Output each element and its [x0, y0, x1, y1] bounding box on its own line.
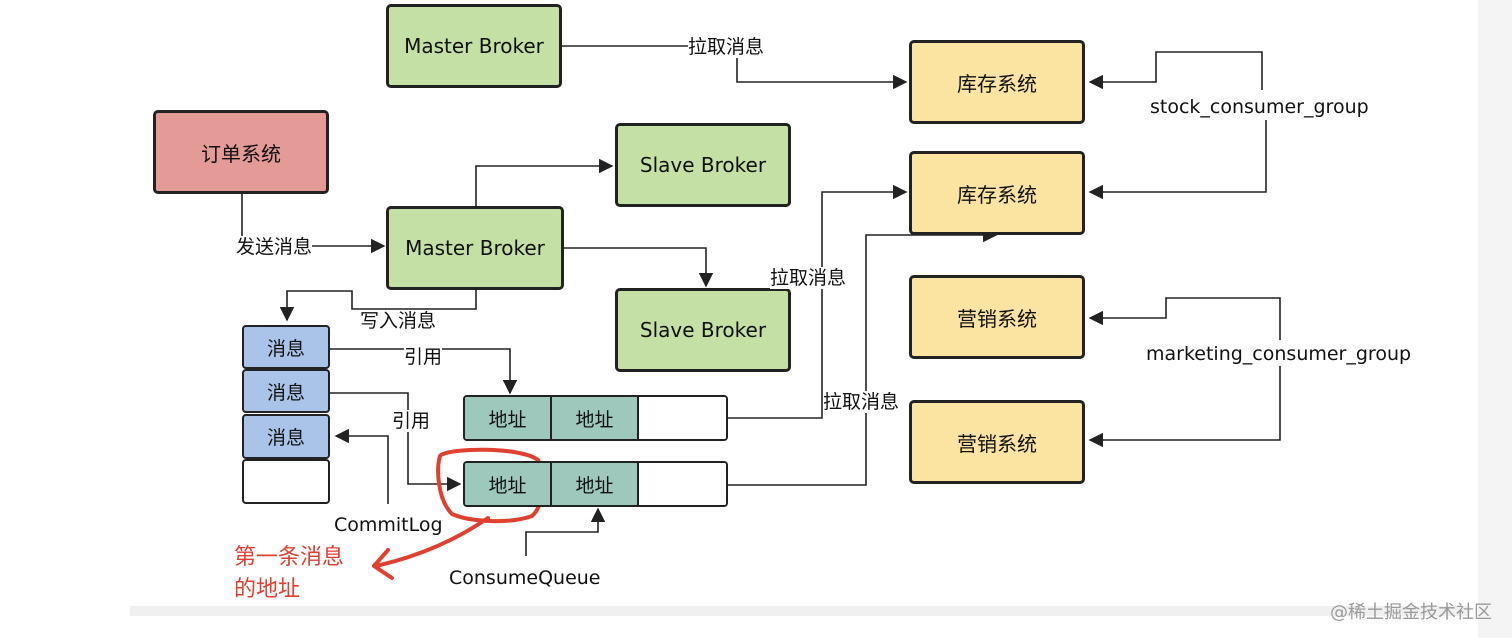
- edge-stock-group-to-stock-2: [1088, 120, 1267, 200]
- annotation-line-2: 的地址: [234, 577, 301, 602]
- commitlog-message-1-label: 消息: [266, 337, 305, 360]
- watermark: @稀土掘金技术社区: [1330, 602, 1492, 623]
- commitlog-message-3: 消息: [242, 414, 330, 459]
- master-broker-main: Master Broker: [386, 206, 564, 290]
- stock-system-1-label: 库存系统: [957, 71, 1037, 96]
- stock-consumer-group-label: stock_consumer_group: [1150, 96, 1369, 118]
- order-system-label: 订单系统: [201, 141, 281, 166]
- master-broker-top-label: Master Broker: [404, 34, 544, 58]
- commitlog-message-2-label: 消息: [266, 381, 305, 404]
- commitlog-label: CommitLog: [334, 514, 443, 536]
- queue-2-address-2: 地址: [552, 463, 639, 505]
- queue-2-empty-slot: [639, 463, 726, 505]
- master-broker-main-label: Master Broker: [405, 236, 545, 260]
- commitlog-message-1: 消息: [242, 325, 330, 369]
- edge-queue2-to-stock-2: [728, 227, 998, 486]
- stock-system-2-label: 库存系统: [957, 182, 1037, 207]
- consume-queue-2: 地址 地址: [463, 461, 728, 507]
- commitlog-empty-slot: [242, 459, 330, 504]
- annotation-circle: [436, 447, 545, 524]
- queue-2-address-2-label: 地址: [575, 474, 614, 497]
- queue-1-address-2: 地址: [552, 397, 639, 439]
- edge-label-write: 写入消息: [360, 310, 437, 332]
- annotation-arrow-head: [372, 548, 394, 580]
- queue-1-empty-slot: [639, 397, 726, 439]
- commitlog-message-2: 消息: [242, 369, 330, 413]
- marketing-consumer-group-label: marketing_consumer_group: [1146, 343, 1412, 365]
- slave-broker-1: Slave Broker: [615, 123, 791, 207]
- edge-stock-group-to-stock-1: [1088, 51, 1263, 90]
- edge-ref-1: [330, 348, 518, 395]
- stock-system-1: 库存系统: [909, 40, 1085, 124]
- order-system: 订单系统: [153, 110, 329, 194]
- edge-master-to-slave-2: [564, 247, 714, 288]
- edge-label-pull-mid: 拉取消息: [770, 267, 847, 289]
- queue-2-address-1: 地址: [465, 463, 552, 505]
- edge-marketing-group-to-mkt-2: [1088, 366, 1281, 448]
- edge-commitlog-label: [334, 428, 389, 504]
- consume-queue-1: 地址 地址: [463, 395, 728, 441]
- queue-1-address-2-label: 地址: [575, 408, 614, 431]
- queue-1-address-1: 地址: [465, 397, 552, 439]
- edge-master-to-slave-1: [475, 158, 614, 206]
- slave-broker-1-label: Slave Broker: [639, 153, 767, 177]
- annotation-arrow: [374, 516, 490, 568]
- bottom-shadow-band: [130, 606, 1470, 616]
- marketing-system-1-label: 营销系统: [957, 306, 1037, 331]
- master-broker-top: Master Broker: [386, 4, 562, 88]
- stock-system-2: 库存系统: [909, 151, 1085, 235]
- annotation-line-1: 第一条消息: [234, 545, 345, 570]
- edge-marketing-group-to-mkt-1: [1088, 297, 1281, 340]
- edge-label-pull-top: 拉取消息: [688, 36, 765, 58]
- slave-broker-2: Slave Broker: [615, 288, 791, 372]
- marketing-system-2: 营销系统: [909, 400, 1085, 484]
- edge-ref-2: [330, 392, 462, 492]
- commitlog-message-3-label: 消息: [266, 427, 305, 449]
- edge-label-ref-2: 引用: [392, 410, 431, 432]
- marketing-system-1: 营销系统: [909, 275, 1085, 359]
- marketing-system-2-label: 营销系统: [957, 431, 1037, 456]
- queue-2-address-1-label: 地址: [488, 474, 527, 497]
- edge-queue1-to-stock-2: [728, 184, 908, 419]
- edge-label-send: 发送消息: [236, 236, 313, 258]
- edge-master-to-commitlog: [279, 290, 477, 322]
- consume-queue-label: ConsumeQueue: [449, 567, 601, 589]
- right-shadow-band: [1478, 0, 1512, 638]
- edge-consumequeue-label: [525, 507, 606, 556]
- edge-label-pull-low: 拉取消息: [823, 391, 900, 413]
- edge-master-top-to-stock-1: [562, 45, 908, 90]
- slave-broker-2-label: Slave Broker: [639, 318, 767, 342]
- edge-label-ref-1: 引用: [404, 346, 443, 368]
- queue-1-address-1-label: 地址: [488, 408, 527, 431]
